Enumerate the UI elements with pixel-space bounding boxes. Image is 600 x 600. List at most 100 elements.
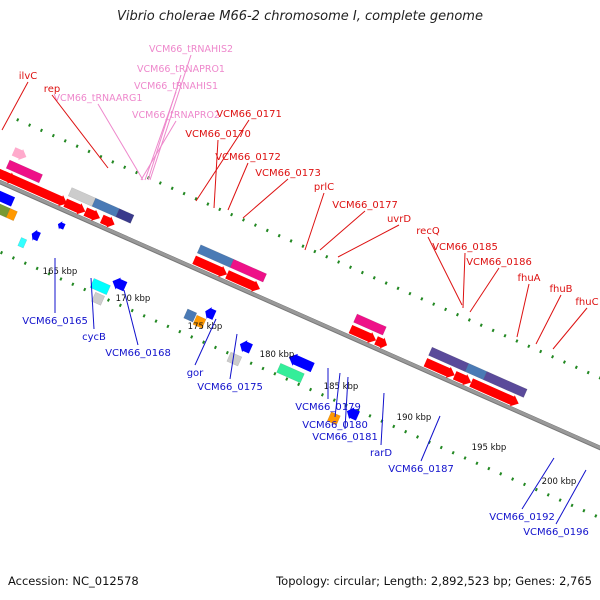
feature-lanes [0,118,600,526]
reverse-gene-arrow [0,174,16,207]
reverse-gene-arrow [346,407,360,421]
reverse-gene-label: VCM66_0180 [302,420,368,431]
forward-gene-label-leader [51,94,109,169]
forward-gene-label-leader [516,283,530,338]
forward-gene-label: VCM66_0172 [215,152,281,163]
forward-gene-label: VCM66_0177 [332,200,398,211]
accession-text: Accession: NC_012578 [8,574,139,588]
chromosome-backbone [0,176,600,468]
forward-gene-arrow [423,358,455,378]
reverse-gene-label: VCM66_0187 [388,464,454,475]
forward-gene-arrow [99,214,115,228]
outer-tick-ruler [16,118,600,409]
forward-gene-arrow [1,171,68,207]
trna-label: VCM66_tRNAARG1 [54,93,143,104]
forward-gene-label: VCM66_0173 [255,168,321,179]
backbone-edge-top [0,176,600,465]
forward-gene-label: fhuB [549,284,572,295]
forward-gene-label-leader [337,224,400,258]
forward-gene-block [353,313,387,336]
forward-gene-label-leader [319,210,366,251]
kbp-tick-label-200: 200 kbp [542,477,577,487]
backbone-edge-bottom [0,179,600,468]
trna-label: VCM66_tRNAHIS2 [149,44,233,55]
reverse-gene-label: VCM66_0192 [489,512,555,523]
kbp-tick-label-195: 195 kbp [472,443,507,453]
forward-gene-block [229,258,267,283]
reverse-gene-label: VCM66_0168 [105,348,171,359]
forward-gene-arrow [192,255,228,278]
reverse-gene-block [276,362,305,384]
forward-gene-label: recQ [416,226,440,237]
reverse-gene-label: gor [187,368,204,379]
forward-gene-label-leader [1,81,29,131]
forward-gene-label: fhuA [517,273,540,284]
forward-gene-label-leader [552,307,588,350]
forward-gene-arrow [225,270,260,292]
reverse-gene-label-leader [344,376,349,430]
reverse-gene-label: VCM66_0196 [523,527,589,538]
reverse-gene-block [5,208,18,222]
trna-arrow [11,147,27,160]
reverse-gene-arrow [288,353,315,373]
reverse-gene-arrow [112,277,128,292]
forward-gene-block [115,208,135,224]
reverse-gene-block [91,291,106,306]
forward-gene-arrow [63,198,86,215]
forward-gene-label: uvrD [387,214,411,225]
reverse-gene-arrow [31,229,41,242]
trna-label-leader [149,54,192,181]
reverse-gene-label-leader [420,415,441,462]
reverse-gene-label: VCM66_0165 [22,316,88,327]
forward-gene-label: rep [44,84,60,95]
forward-gene-label-leader [304,192,325,251]
reverse-gene-label: VCM66_0181 [312,432,378,443]
forward-gene-label-leader [227,162,249,211]
reverse-gene-block [89,278,111,296]
reverse-gene-arrow [239,340,253,354]
reverse-gene-label-leader [123,289,139,346]
reverse-gene-label-leader [380,392,385,446]
reverse-gene-label: rarD [370,448,392,459]
forward-gene-label: fhuC [575,297,598,308]
reverse-gene-label-leader [334,372,341,418]
forward-gene-label: ilvC [19,71,37,82]
forward-gene-label: VCM66_0170 [185,129,251,140]
reverse-gene-arrow [57,221,66,230]
reverse-gene-block [17,237,28,249]
trna-label-leader [144,91,177,181]
forward-gene-arrow [469,378,519,407]
trna-label: VCM66_tRNAPRO1 [137,64,225,75]
forward-gene-label-leader [213,139,219,209]
reverse-gene-label: VCM66_0179 [295,402,361,413]
reverse-gene-label-leader [90,277,95,330]
forward-gene-arrow [374,336,388,349]
forward-gene-label-leader [427,236,463,306]
inner-tick-ruler [0,235,600,526]
forward-gene-label-leader [462,252,466,309]
kbp-tick-label-175: 175 kbp [188,322,223,332]
genome-summary-text: Topology: circular; Length: 2,892,523 bp… [276,574,592,588]
reverse-gene-label-leader [194,318,217,366]
forward-gene-arrow [348,324,377,344]
forward-gene-label-leader [195,119,250,202]
trna-label-leader [97,103,144,181]
trna-label-leader [140,120,177,181]
reverse-gene-label-leader [555,469,587,525]
forward-gene-block [5,159,43,184]
trna-label: VCM66_tRNAHIS1 [134,81,218,92]
forward-gene-block [483,371,528,398]
trna-label: VCM66_tRNAPRO2 [132,110,220,121]
reverse-gene-label: cycB [82,332,106,343]
kbp-tick-label-170: 170 kbp [116,294,151,304]
forward-gene-label-leader [242,178,289,219]
forward-gene-arrow [83,207,100,221]
kbp-tick-label-180: 180 kbp [260,350,295,360]
forward-gene-label: VCM66_0186 [466,257,532,268]
forward-gene-label-leader [535,294,562,345]
forward-gene-arrow [452,371,472,386]
map-title: Vibrio cholerae M66-2 chromosome I, comp… [117,9,483,24]
reverse-gene-label: VCM66_0175 [197,382,263,393]
